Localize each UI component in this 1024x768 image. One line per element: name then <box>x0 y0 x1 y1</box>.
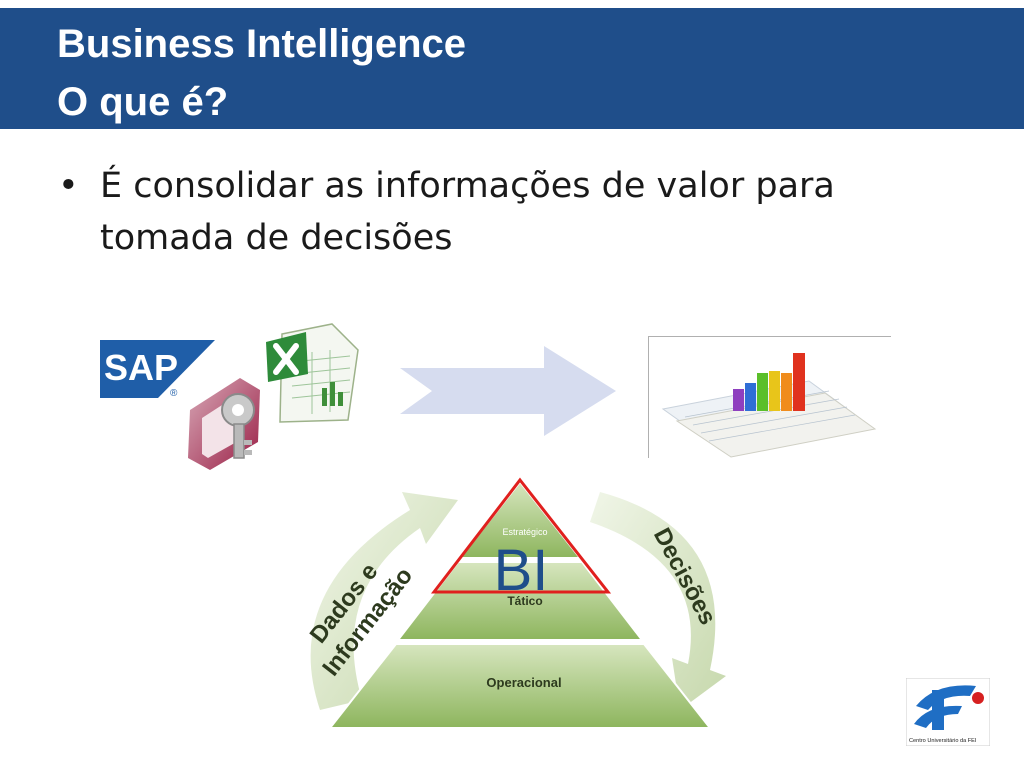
pyramid-tier-bottom <box>327 643 713 729</box>
bullet-text: É consolidar as informações de valor par… <box>100 166 835 258</box>
bar-chart-report-icon <box>661 353 877 458</box>
fei-letters: FEI <box>944 722 954 728</box>
pyramid-tier-middle <box>395 561 645 641</box>
fei-logo: FEI Centro Universitário da FEI <box>906 678 990 746</box>
access-key-icon <box>188 378 260 470</box>
level-strategic-label: Estratégico <box>502 527 547 537</box>
sap-registered-mark: ® <box>170 388 178 398</box>
sap-logo: SAP ® <box>100 340 215 398</box>
fei-caption: Centro Universitário da FEI <box>909 738 977 744</box>
bi-triangle <box>430 477 612 594</box>
sap-logo-text: SAP <box>104 347 178 388</box>
left-curved-arrow <box>310 492 458 710</box>
level-operational-label: Operacional <box>486 675 561 690</box>
bullet-item: • É consolidar as informações de valor p… <box>58 160 938 264</box>
bi-label: BI <box>494 538 549 603</box>
level-tactical-label: Tático <box>507 594 542 608</box>
excel-icon <box>266 323 359 423</box>
slide-header: Business Intelligence O que é? <box>0 8 1024 129</box>
bi-pyramid-diagram: Estratégico Tático Operacional BI Dados … <box>305 477 726 729</box>
right-curved-arrow <box>590 492 726 710</box>
slide-title: Business Intelligence <box>57 22 467 66</box>
right-arrow-icon <box>400 346 616 436</box>
slide-subtitle: O que é? <box>57 80 229 124</box>
report-image <box>648 336 891 458</box>
bullet-dot: • <box>58 166 79 206</box>
